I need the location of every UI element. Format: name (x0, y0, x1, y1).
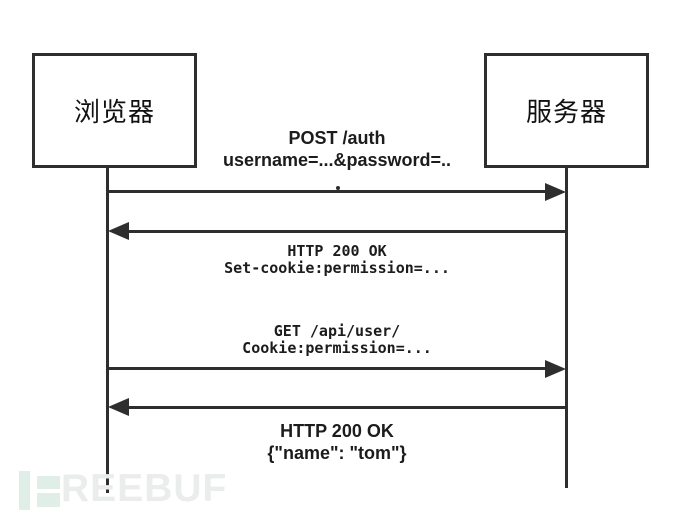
message-line: {"name": "tom"} (267, 443, 407, 463)
watermark-text: REEBUF (61, 467, 228, 510)
actor-box-browser: 浏览器 (32, 53, 197, 168)
freebuf-logo-icon (37, 493, 60, 507)
actor-label-browser: 浏览器 (73, 97, 155, 127)
message-line: HTTP 200 OK (280, 421, 394, 441)
message-line: Cookie:permission=... (242, 339, 432, 357)
freebuf-logo-icon (37, 476, 60, 489)
actor-label-server: 服务器 (525, 97, 607, 127)
arrow-line-left-1 (128, 230, 565, 233)
arrow-line-right-2 (108, 367, 546, 370)
arrow-head-left-icon (108, 398, 129, 416)
arrow-head-right-icon (545, 183, 566, 201)
actor-box-server: 服务器 (484, 53, 649, 168)
message-label-get-api-user: GET /api/user/ Cookie:permission=... (170, 323, 504, 357)
message-label-post-auth: POST /auth username=...&password=.. (170, 127, 504, 171)
message-line: POST /auth (288, 128, 386, 148)
message-label-set-cookie: HTTP 200 OK Set-cookie:permission=... (170, 243, 504, 277)
message-line: GET /api/user/ (273, 322, 401, 340)
message-line: HTTP 200 OK (287, 242, 387, 260)
arrow-head-right-icon (545, 360, 566, 378)
message-line: username=...&password=.. (222, 150, 452, 170)
message-line: Set-cookie:permission=... (224, 259, 450, 277)
lifeline-server (565, 165, 568, 488)
arrow-head-left-icon (108, 222, 129, 240)
freebuf-logo-icon (19, 471, 30, 510)
lifeline-browser (106, 165, 109, 493)
arrow-line-left-2 (128, 406, 565, 409)
message-label-response-json: HTTP 200 OK {"name": "tom"} (170, 420, 504, 464)
arrow-line-right-1 (108, 190, 546, 193)
stray-dot (336, 186, 340, 190)
